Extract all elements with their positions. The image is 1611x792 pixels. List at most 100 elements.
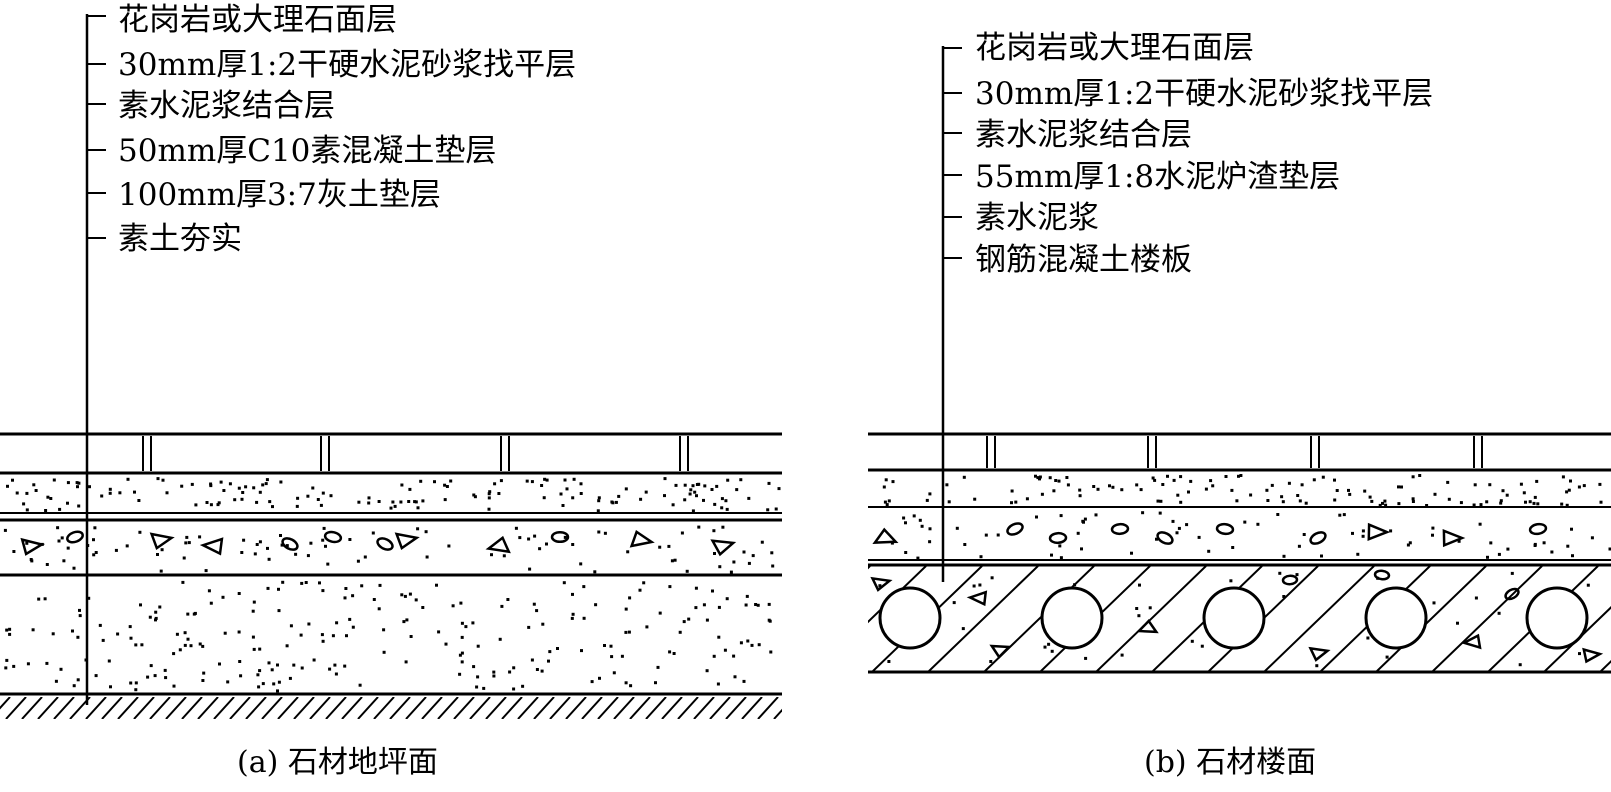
lime-soil-speck <box>694 606 698 610</box>
mortar-speck <box>252 486 256 490</box>
cinder-speck <box>1243 520 1247 524</box>
earth-hatch-line <box>405 697 427 719</box>
cinder-speck <box>1408 541 1412 545</box>
lime-soil-speck <box>705 669 709 673</box>
concrete-speck <box>760 540 764 544</box>
aggregate-pebble <box>323 530 343 544</box>
slab-speck <box>1278 571 1282 575</box>
aggregate-pebble <box>66 530 84 544</box>
concrete-speck <box>667 544 671 548</box>
cinder-speck <box>1083 517 1087 521</box>
lime-soil-speck <box>712 654 716 658</box>
mortar-speck <box>419 479 423 483</box>
earth-hatch-line <box>709 697 731 719</box>
lime-soil-speck <box>333 663 337 667</box>
cinder-pebble <box>1156 531 1174 545</box>
mortar-speck <box>720 497 724 501</box>
concrete-speck <box>571 543 575 546</box>
lime-soil-speck <box>769 650 773 654</box>
lime-soil-speck <box>547 659 550 663</box>
mortar-speck <box>487 492 491 496</box>
mortar-speck <box>693 490 697 494</box>
concrete-speck <box>527 537 531 541</box>
earth-hatch-line <box>421 697 443 719</box>
earth-hatch-line <box>693 697 715 719</box>
cinder-speck <box>1207 549 1211 553</box>
lime-soil-speck <box>732 654 736 658</box>
mortar-speck <box>1010 501 1013 505</box>
mortar-speck <box>1561 475 1565 479</box>
cinder-pebble <box>1309 531 1327 545</box>
slab-hatch-line <box>1263 566 1375 672</box>
concrete-speck <box>685 569 689 573</box>
mortar-speck <box>449 479 453 483</box>
earth-hatch-line <box>133 697 155 719</box>
lime-soil-speck <box>506 598 510 601</box>
lime-soil-speck <box>343 596 347 600</box>
concrete-speck <box>447 544 451 548</box>
mortar-speck <box>237 486 241 490</box>
earth-hatch-line <box>53 697 75 719</box>
mortar-speck <box>579 482 583 486</box>
lime-soil-speck <box>8 627 12 631</box>
mortar-speck <box>1187 490 1190 494</box>
lime-soil-speck <box>251 609 255 613</box>
cinder-speck <box>1356 552 1360 556</box>
lime-soil-speck <box>628 596 632 600</box>
lime-soil-speck <box>742 679 746 683</box>
mortar-speck <box>1447 497 1451 501</box>
cinder-speck <box>1361 529 1365 533</box>
lime-soil-speck <box>694 586 698 590</box>
mortar-speck <box>1209 479 1213 483</box>
mortar-speck <box>735 488 739 492</box>
lime-soil-speck <box>571 592 574 596</box>
lime-soil-speck <box>218 662 221 666</box>
cinder-speck <box>1080 547 1083 551</box>
mortar-speck <box>1224 475 1228 478</box>
lime-soil-speck <box>767 602 771 606</box>
lime-soil-speck <box>304 581 308 584</box>
slab-speck <box>1586 583 1590 587</box>
cinder-speck <box>1542 541 1546 545</box>
mortar-speck <box>100 494 104 498</box>
concrete-speck <box>267 557 271 561</box>
earth-hatch-line <box>261 697 283 719</box>
lime-soil-speck <box>654 681 657 685</box>
diagram-a-stone-joints <box>142 436 689 471</box>
mortar-speck <box>1321 475 1325 479</box>
mortar-speck <box>400 483 404 487</box>
concrete-speck <box>718 565 722 569</box>
slab-speck <box>1456 621 1459 625</box>
mortar-speck <box>1249 493 1253 497</box>
mortar-speck <box>34 489 38 492</box>
concrete-speck <box>326 562 330 566</box>
lime-soil-speck <box>609 644 613 648</box>
lime-soil-speck <box>189 644 193 648</box>
lime-soil-speck <box>444 642 448 646</box>
aggregate-triangle <box>710 539 737 557</box>
cinder-speck <box>979 555 983 559</box>
lime-soil-speck <box>408 592 412 596</box>
mortar-speck <box>1459 501 1463 505</box>
concrete-speck <box>86 544 90 547</box>
slab-speck <box>1120 653 1124 657</box>
cinder-speck <box>984 533 988 537</box>
lime-soil-speck <box>175 632 179 636</box>
concrete-speck <box>579 562 583 566</box>
mortar-speck <box>319 503 323 507</box>
diagram-b-stone-joints <box>986 436 1483 468</box>
lime-soil-speck <box>78 614 82 618</box>
concrete-speck <box>258 540 262 544</box>
cinder-speck <box>1342 513 1346 517</box>
lime-soil-speck <box>289 624 293 628</box>
lime-soil-speck <box>164 676 168 680</box>
mortar-speck <box>579 492 583 495</box>
lime-soil-speck <box>140 643 144 647</box>
lime-soil-speck <box>186 637 190 641</box>
mortar-speck <box>1446 480 1450 484</box>
lime-soil-speck <box>270 668 274 672</box>
lime-soil-speck <box>335 621 339 625</box>
lime-soil-speck <box>556 647 559 650</box>
mortar-speck <box>572 477 576 481</box>
slab-aggregate <box>1308 646 1331 662</box>
